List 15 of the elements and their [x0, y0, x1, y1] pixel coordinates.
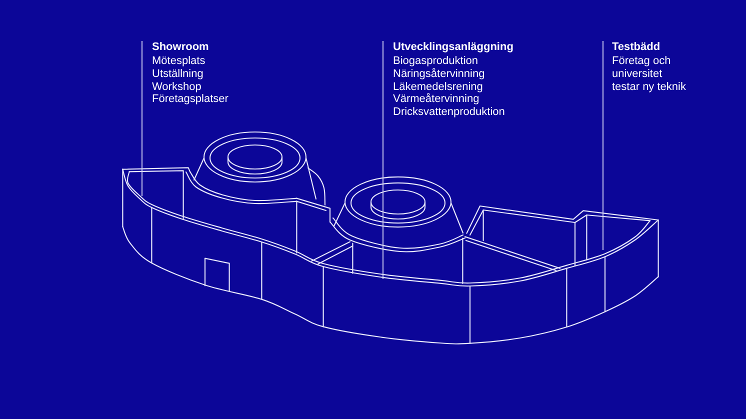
list-item: Företagsplatser	[152, 93, 228, 106]
list-item: Värmeåtervinning	[393, 93, 480, 106]
list-item: Mötesplats	[152, 55, 206, 68]
section-heading: Testbädd	[612, 41, 660, 54]
list-item: Näringsåtervinning	[393, 68, 485, 81]
leader-line	[602, 40, 604, 250]
description-text: Företag och universitet testar ny teknik	[612, 55, 687, 94]
section-heading: Showroom	[152, 41, 209, 54]
section-heading: Utvecklingsanläggning	[393, 41, 514, 54]
list-item: Läkemedelsrening	[393, 80, 483, 94]
list-item: Utställning	[152, 68, 204, 81]
list-item: Workshop	[152, 80, 202, 94]
leader-line	[382, 40, 384, 280]
list-item: Dricksvattenproduktion	[393, 106, 505, 119]
list-item: Biogasproduktion	[393, 55, 478, 68]
